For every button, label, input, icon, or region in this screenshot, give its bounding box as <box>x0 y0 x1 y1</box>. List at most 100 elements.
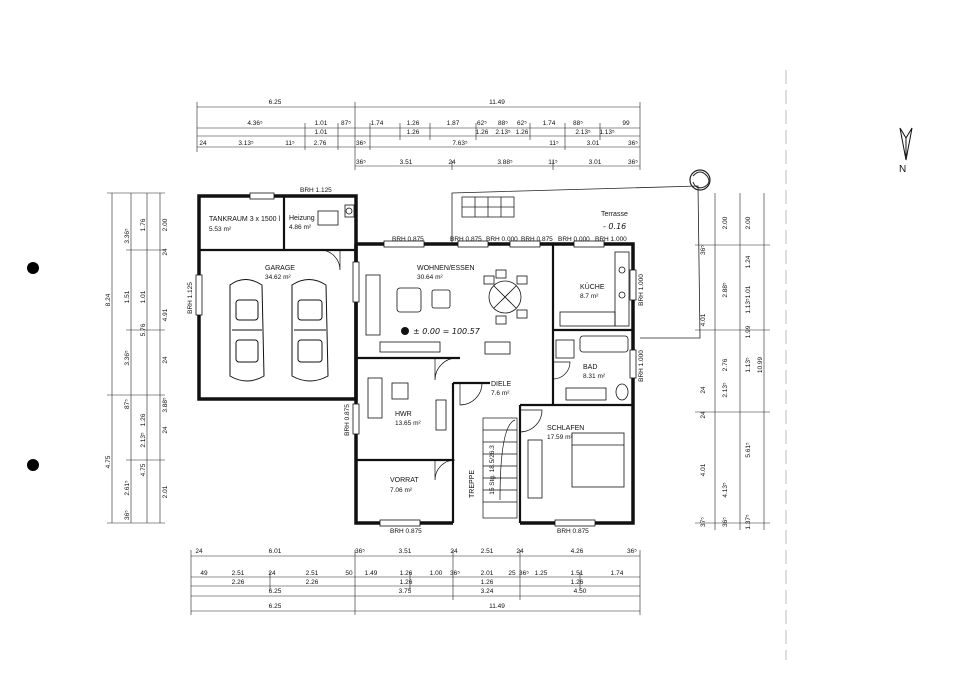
dim-label: 24 <box>700 386 707 394</box>
dim-label: 1.74 <box>371 120 384 127</box>
dim-label: 62⁵ <box>477 120 487 127</box>
dim-label: 1.26 <box>407 129 420 136</box>
north-label: N <box>899 164 906 175</box>
tree-icon <box>689 169 711 191</box>
terrace-level: - 0.16 <box>603 222 626 231</box>
dim-label: 2.76 <box>314 140 327 147</box>
dim-label: 88⁵ <box>498 120 508 127</box>
dim-label: 4.26 <box>571 548 584 555</box>
dim-label: 4.13⁵ <box>722 482 729 498</box>
dim-label: 50 <box>345 570 353 577</box>
brh-label: BRH 1.125 <box>187 282 194 314</box>
dim-label: 4.91 <box>162 308 169 321</box>
dim-label: 36⁵ <box>722 517 729 527</box>
dim-label: 25 <box>508 570 516 577</box>
dim-label: 3.51 <box>400 159 413 166</box>
level-mark: ± 0.00 = 100.57 <box>413 327 481 336</box>
dim-label: 6.25 <box>269 603 282 610</box>
dim-label: 2.61⁵ <box>124 480 131 496</box>
dim-label: 1.13⁵ <box>599 129 615 136</box>
room-label-vorrat: VORRAT <box>390 477 419 484</box>
brh-label: BRH 1.000 <box>638 274 645 306</box>
terrace <box>451 169 711 339</box>
dim-label: 24 <box>516 548 524 555</box>
dim-label: 3.88⁵ <box>497 159 513 166</box>
dim-label: 5.61⁵ <box>745 442 752 458</box>
dim-label: 3.24 <box>481 588 494 595</box>
dim-label: 36⁵ <box>124 510 131 520</box>
dim-label: 2.13⁵ <box>722 382 729 398</box>
dim-label: 11⁵ <box>548 159 558 166</box>
dim-label: 7.63⁵ <box>452 140 468 147</box>
brh-label: BRH 0.875 <box>557 528 589 535</box>
room-area-bad: 8.31 m² <box>583 373 606 380</box>
dim-label: 2.13⁵ <box>575 129 591 136</box>
dim-label: 1.01 <box>140 290 147 303</box>
dim-label: 1.49 <box>365 570 378 577</box>
room-label-diele: DIELE <box>491 381 512 388</box>
dim-label: 1.74 <box>543 120 556 127</box>
living-furniture <box>365 269 528 355</box>
room-label-garage: GARAGE <box>265 265 295 272</box>
terrace-label: Terrasse <box>601 211 628 218</box>
room-area-kueche: 8.7 m² <box>580 293 599 300</box>
dim-label: 1.26 <box>476 129 489 136</box>
dim-label: 3.13⁵ <box>238 140 254 147</box>
dim-label: 36⁵ <box>450 570 460 577</box>
dim-label: 36⁵ <box>627 548 637 555</box>
utility-fixtures <box>367 377 447 431</box>
dim-label: 4.75 <box>105 455 112 468</box>
dim-label: 6.25 <box>269 99 282 106</box>
dim-label: 1.26 <box>400 570 413 577</box>
room-area-schlafen: 17.59 m² <box>547 434 573 441</box>
dim-label: 2.51 <box>306 570 319 577</box>
dim-label: 1.37⁵ <box>745 514 752 530</box>
inner-walls <box>199 196 633 523</box>
brh-label: BRH 0.000 <box>558 236 590 243</box>
dim-label: 87⁵ <box>124 399 131 409</box>
dim-label: 8.24 <box>105 293 112 306</box>
dim-label: 6.25 <box>269 588 282 595</box>
dim-label: 24 <box>450 548 458 555</box>
dim-label: 3.36⁵ <box>124 228 131 244</box>
dim-label: 2.00 <box>745 216 752 229</box>
brh-label: BRH 0.875 <box>450 236 482 243</box>
dim-label: 1.26 <box>571 579 584 586</box>
dim-label: 4.01 <box>700 463 707 476</box>
dim-label: 1.13⁵ <box>745 357 752 373</box>
room-label-kueche: KÜCHE <box>580 283 605 291</box>
top-dimensions <box>196 102 641 170</box>
dim-label: 99 <box>622 120 630 127</box>
brh-label: BRH 1.000 <box>638 350 645 382</box>
dim-label: 36⁵ <box>519 570 529 577</box>
room-label-treppe: TREPPE <box>469 470 476 498</box>
room-label-wohnen: WOHNEN/ESSEN <box>417 265 475 272</box>
dim-label: 1.74 <box>611 570 624 577</box>
room-label-hwr: HWR <box>395 411 412 418</box>
dim-label: 3.01 <box>589 159 602 166</box>
room-area-tankraum: 5.53 m² <box>209 226 232 233</box>
dim-label: 4.50 <box>574 588 587 595</box>
dim-label: 24 <box>448 159 456 166</box>
dim-label: 1.01 <box>315 129 328 136</box>
north-arrow: N <box>899 127 913 175</box>
dim-label: 24 <box>162 426 169 434</box>
brh-label: BRH 1.000 <box>595 236 627 243</box>
bathroom-fixtures <box>555 335 629 401</box>
dim-label: 24 <box>162 248 169 256</box>
dim-label: 2.76 <box>722 358 729 371</box>
brh-label: BRH 0.000 <box>486 236 518 243</box>
heating-unit <box>317 204 355 226</box>
dim-label: 2.51 <box>481 548 494 555</box>
staircase <box>482 417 518 519</box>
dim-label: 1.26 <box>400 579 413 586</box>
dim-label: 1.26 <box>140 413 147 426</box>
dim-label: 1.99 <box>745 325 752 338</box>
car-icon <box>291 279 329 382</box>
dim-label: 6.01 <box>269 548 282 555</box>
dim-label: 2.13⁵ <box>140 432 147 448</box>
dim-label: 1.24 <box>745 255 752 268</box>
top-dimension-labels: 6.25 11.49 4.36⁵ 1.01 87⁵ 1.74 1.26 1.87… <box>199 99 638 166</box>
binding-hole <box>27 459 39 471</box>
dim-label: 5.76 <box>140 323 147 336</box>
